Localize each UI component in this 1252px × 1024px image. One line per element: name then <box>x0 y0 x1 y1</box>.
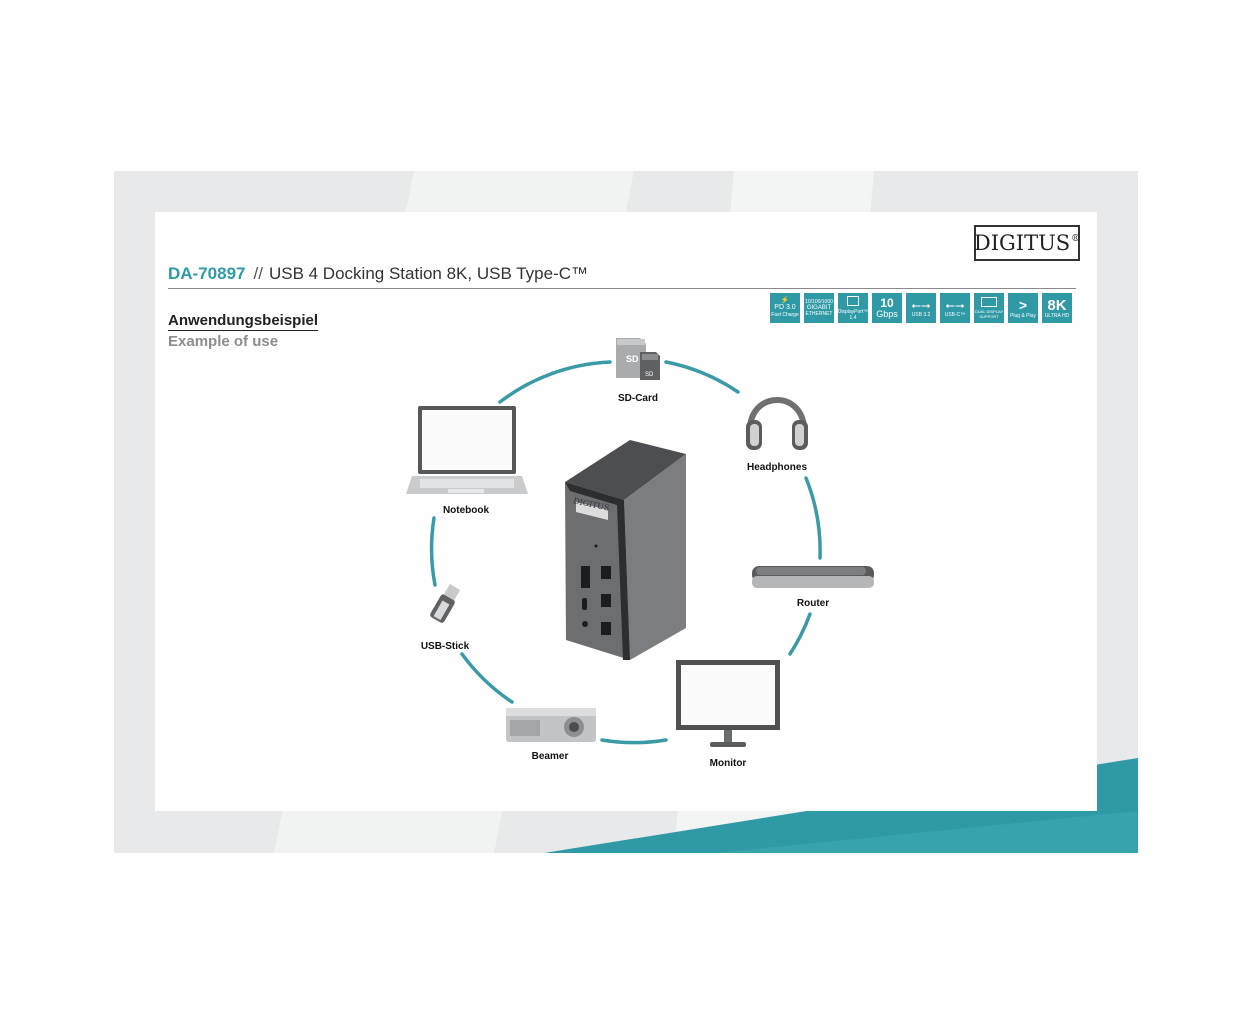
dual-display-icon <box>981 297 997 307</box>
badge-text: GIGABIT <box>806 305 832 311</box>
notebook-label: Notebook <box>442 505 490 516</box>
headphones-icon <box>746 397 808 450</box>
brand-trademark: ® <box>1071 234 1081 244</box>
speed-badge: 10 Gbps <box>872 293 902 323</box>
badge-text: PD 3.0 <box>774 304 796 311</box>
docking-station <box>565 440 686 660</box>
badge-text: USB-C™ <box>944 312 966 318</box>
sd-card-icon: SD SD <box>616 338 660 380</box>
usb-stick-label: USB-Stick <box>420 641 470 652</box>
headphones-label: Headphones <box>746 462 808 473</box>
ethernet-badge: 10/100/1000 GIGABIT ETHERNET <box>804 293 834 323</box>
usb-icon: ⭠⭢ <box>911 298 931 312</box>
product-name: USB 4 Docking Station 8K, USB Type-C™ <box>268 264 589 283</box>
router-label: Router <box>796 598 830 609</box>
svg-text:SD: SD <box>645 372 654 378</box>
plug-and-play-badge: > Plug & Play <box>1008 293 1038 323</box>
header-divider <box>168 288 1076 289</box>
badge-text: Gbps <box>876 309 898 319</box>
badge-text: 8K <box>1047 296 1067 314</box>
usb-c-icon: ⭠⭢ <box>945 298 965 312</box>
brand-logo-text: DIGITUS <box>973 231 1071 255</box>
brand-logo: DIGITUS® <box>974 225 1080 261</box>
beamer-icon <box>506 708 596 742</box>
resolution-badge: 8K ULTRA HD <box>1042 293 1072 323</box>
monitor-label: Monitor <box>709 758 747 769</box>
badge-text: ULTRA HD <box>1044 312 1070 319</box>
usb-badge: ⭠⭢ USB 3.2 <box>906 293 936 323</box>
badge-text: SUPPORT <box>979 314 999 319</box>
usb-c-badge: ⭠⭢ USB-C™ <box>940 293 970 323</box>
badge-text: ETHERNET <box>805 311 833 317</box>
badge-text: DisplayPort™ 1.4 <box>837 308 869 321</box>
monitor-icon <box>676 660 780 747</box>
beamer-label: Beamer <box>531 751 569 762</box>
usb-stick-icon <box>430 583 461 623</box>
title-separator: // <box>253 264 263 283</box>
badge-text: Plug & Play <box>1010 312 1036 319</box>
model-number: DA-70897 <box>168 264 246 283</box>
feature-badges: ⚡ PD 3.0 Fast Charge 10/100/1000 GIGABIT… <box>770 293 1072 323</box>
section-title-english: Example of use <box>168 333 279 350</box>
router-icon <box>752 566 874 588</box>
displayport-icon <box>847 295 859 306</box>
badge-text: 10 <box>880 296 894 310</box>
notebook-icon <box>406 406 528 494</box>
badge-text: USB 3.2 <box>911 312 931 318</box>
badge-text: DUAL DISPLAY <box>974 309 1004 314</box>
svg-text:SD: SD <box>626 354 639 364</box>
dual-display-badge: DUAL DISPLAY SUPPORT <box>974 293 1004 323</box>
page-title: DA-70897 // USB 4 Docking Station 8K, USB … <box>168 264 588 284</box>
plug-and-play-icon: > <box>1018 296 1028 313</box>
power-delivery-icon: ⚡ <box>780 297 790 304</box>
sd-card-label: SD-Card <box>617 393 659 404</box>
connection-ring <box>429 360 822 745</box>
badge-text: 10/100/1000 <box>805 299 833 305</box>
badge-text: Fast Charge <box>771 312 799 318</box>
section-title-german: Anwendungsbeispiel <box>168 312 319 331</box>
displayport-badge: DisplayPort™ 1.4 <box>838 293 868 323</box>
power-delivery-badge: ⚡ PD 3.0 Fast Charge <box>770 293 800 323</box>
